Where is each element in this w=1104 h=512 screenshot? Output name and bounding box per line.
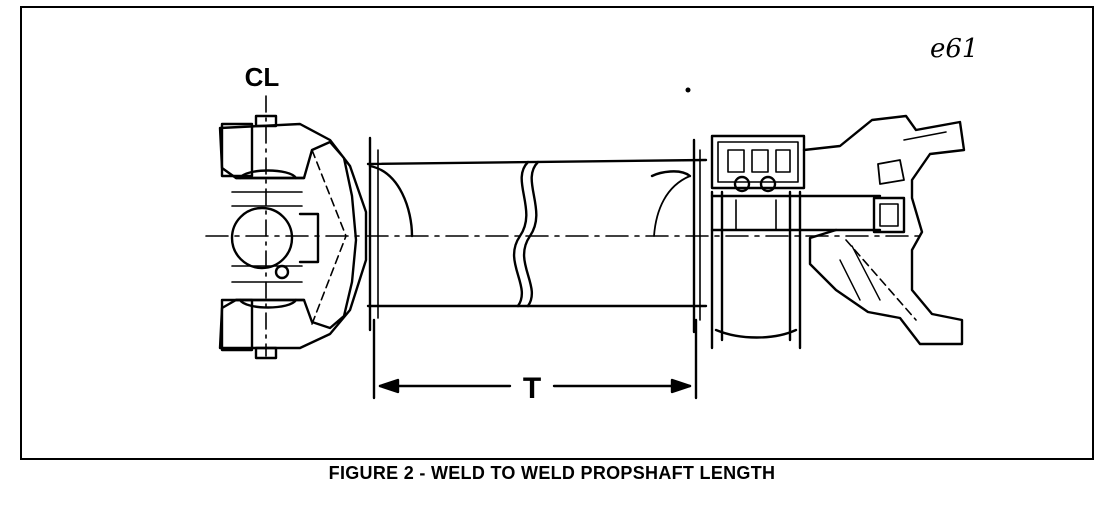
stray-dot bbox=[685, 87, 691, 93]
dimension-label: T bbox=[523, 372, 541, 405]
propshaft-tube bbox=[366, 136, 708, 334]
ujoint-cross bbox=[230, 206, 320, 280]
figure-caption: FIGURE 2 - WELD TO WELD PROPSHAFT LENGTH bbox=[328, 463, 776, 483]
right-yoke bbox=[802, 114, 966, 346]
dimension-t: T bbox=[372, 318, 698, 405]
centerline-label: CL bbox=[245, 62, 280, 92]
left-yoke bbox=[218, 114, 368, 360]
handwritten-note: e61 bbox=[930, 34, 979, 64]
figure-frame bbox=[20, 6, 1094, 460]
center-bearing bbox=[710, 134, 882, 350]
